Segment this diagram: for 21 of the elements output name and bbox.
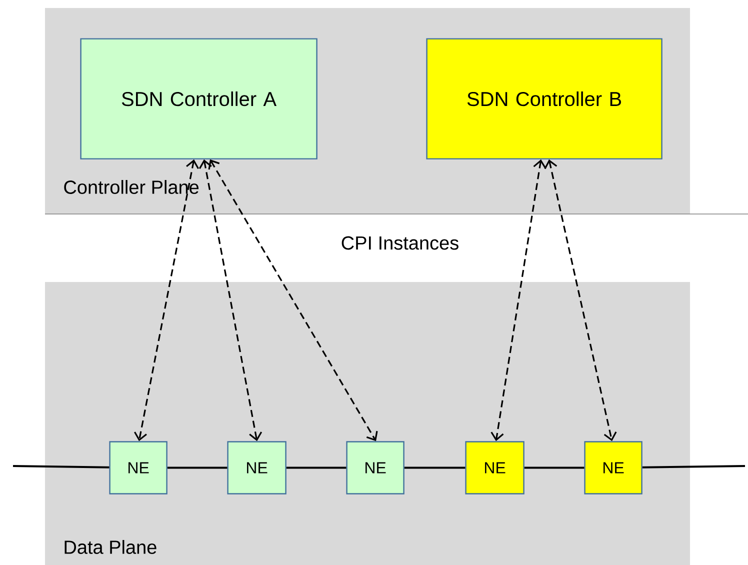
link-line (404, 466, 466, 469)
network-element-box: NE (109, 441, 168, 494)
controller-box: SDN Controller A (80, 38, 318, 160)
link-line (642, 464, 745, 468)
link-line (167, 466, 228, 469)
dashed-arrow (208, 159, 378, 442)
network-element-box: NE (227, 441, 286, 494)
plane-label: Data Plane (64, 540, 156, 554)
dashed-arrow (490, 159, 546, 442)
network-element-box: NE (584, 441, 642, 494)
link-line (286, 466, 346, 469)
network-element-box: NE (465, 441, 524, 494)
dashed-arrow (198, 159, 262, 442)
dashed-arrow (544, 159, 617, 442)
controller-box: SDN Controller B (426, 38, 662, 160)
link-line (13, 464, 110, 468)
dashed-arrow (134, 159, 200, 442)
link-line (524, 466, 584, 469)
network-element-box: NE (346, 441, 404, 494)
interface-label: CPI Instances (338, 234, 462, 252)
plane-label: Controller Plane (64, 180, 199, 194)
